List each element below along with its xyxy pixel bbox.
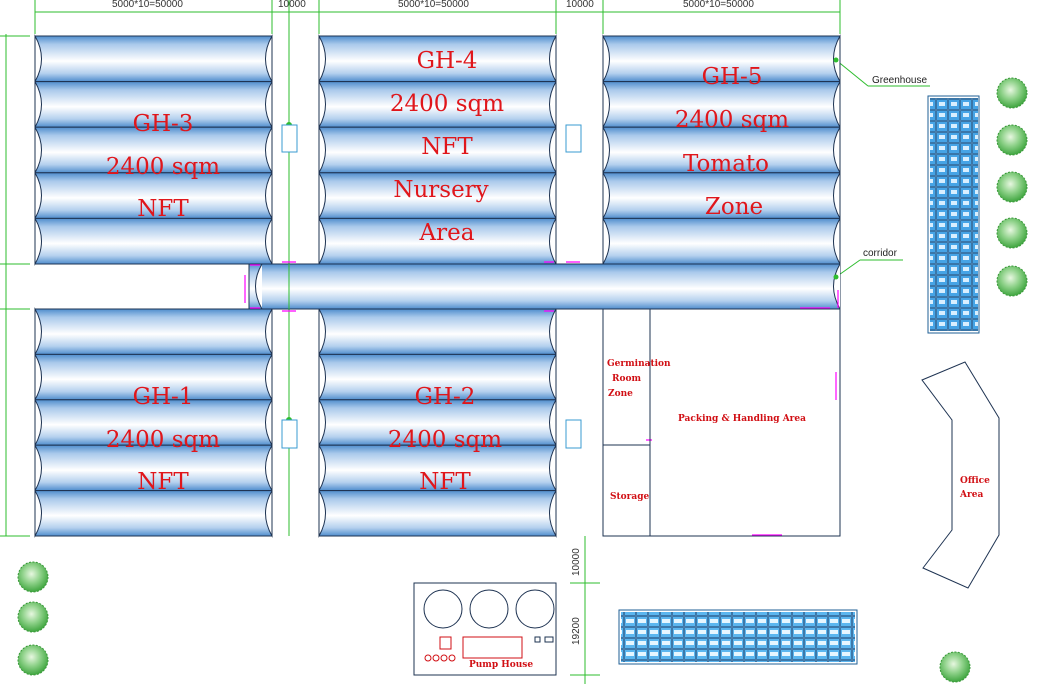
gh1-tube-end-cap bbox=[265, 488, 273, 538]
germination-label-1: Room bbox=[612, 374, 641, 384]
left-dimension-lines bbox=[0, 34, 30, 537]
gh5-tube-block bbox=[602, 34, 841, 266]
gh4-label-3: Nursery bbox=[393, 177, 488, 203]
trees bbox=[17, 77, 1028, 683]
gh4-tube-block bbox=[318, 34, 557, 266]
gh2-label-2: NFT bbox=[419, 469, 471, 495]
gh1-tube-row bbox=[34, 353, 273, 401]
gh2-tube-row bbox=[318, 399, 557, 446]
callout-greenhouse: Greenhouse bbox=[872, 75, 927, 86]
gh3-tube-row bbox=[34, 217, 273, 265]
top-dimension-lines bbox=[34, 0, 841, 34]
gh4-label-2: NFT bbox=[421, 134, 473, 160]
gh5-tube-row bbox=[602, 217, 841, 265]
gh4-label-4: Area bbox=[419, 220, 475, 246]
gh3-label-2: NFT bbox=[137, 196, 189, 222]
office-label-1: Area bbox=[959, 490, 983, 500]
gh2-tube-row bbox=[318, 353, 557, 401]
gh4-label-1: 2400 sqm bbox=[390, 91, 504, 117]
greenhouse-labels: GH-3 2400 sqm NFT GH-4 2400 sqm NFT Nurs… bbox=[106, 48, 789, 495]
gh5-label-3: Zone bbox=[705, 194, 763, 220]
pump-house bbox=[413, 582, 557, 676]
office-building bbox=[921, 361, 1000, 589]
dim-label-gh5-width: 5000*10=50000 bbox=[683, 0, 754, 10]
dim-label-gap-2: 10000 bbox=[566, 0, 594, 10]
gh1-tube-row bbox=[34, 490, 273, 537]
gh5-label-0: GH-5 bbox=[702, 64, 763, 90]
gh1-tube-row bbox=[34, 444, 273, 492]
gh2-tube-block bbox=[318, 307, 557, 538]
gh2-tube-row bbox=[318, 308, 557, 355]
storage-label: Storage bbox=[610, 492, 650, 502]
gh1-label-0: GH-1 bbox=[133, 384, 194, 410]
gh3-label-0: GH-3 bbox=[133, 111, 194, 137]
solar-panel-array-east bbox=[927, 95, 980, 334]
tree-icon bbox=[17, 601, 49, 633]
gh1-label-2: NFT bbox=[137, 469, 189, 495]
gh5-label-2: Tomato bbox=[683, 151, 769, 177]
pump-house-label: Pump House bbox=[469, 660, 533, 670]
gh2-tube-row bbox=[318, 444, 557, 492]
gh3-tube-end-cap bbox=[34, 216, 42, 266]
tree-icon bbox=[17, 561, 49, 593]
tree-icon bbox=[939, 651, 971, 683]
fan-units bbox=[281, 124, 582, 449]
tree-icon bbox=[996, 171, 1028, 203]
dim-label-pump: 19200 bbox=[571, 617, 582, 645]
tree-icon bbox=[996, 217, 1028, 249]
gh3-tube-row bbox=[34, 81, 273, 128]
gh1-tube-end-cap bbox=[34, 488, 42, 538]
solar-panel-array-south bbox=[618, 609, 858, 665]
gh1-tube-block bbox=[34, 307, 273, 538]
door-marks bbox=[244, 261, 839, 665]
tree-icon bbox=[17, 644, 49, 676]
bottom-dimension-lines bbox=[570, 536, 600, 684]
gh3-tube-row bbox=[34, 172, 273, 219]
dim-label-gh4-width: 5000*10=50000 bbox=[398, 0, 469, 10]
gh3-tube-row bbox=[34, 35, 273, 83]
tree-icon bbox=[996, 124, 1028, 156]
packing-building bbox=[602, 308, 841, 537]
tree-icon bbox=[996, 77, 1028, 109]
dim-label-gh3-width: 5000*10=50000 bbox=[112, 0, 183, 10]
gh3-tube-block bbox=[34, 34, 273, 266]
gh2-label-1: 2400 sqm bbox=[388, 427, 502, 453]
gh1-label-1: 2400 sqm bbox=[106, 427, 220, 453]
callout-corridor: corridor bbox=[863, 248, 898, 259]
packing-label: Packing & Handling Area bbox=[678, 414, 806, 424]
tree-icon bbox=[996, 265, 1028, 297]
dim-label-gap-1: 10000 bbox=[278, 0, 306, 10]
gh5-tube-row bbox=[602, 172, 841, 219]
gh1-tube-row bbox=[34, 308, 273, 355]
gh2-tube-end-cap bbox=[318, 488, 326, 538]
germination-label-0: Germination bbox=[607, 359, 671, 369]
gh5-label-1: 2400 sqm bbox=[675, 107, 789, 133]
gh2-tube-end-cap bbox=[549, 488, 557, 538]
gh4-label-0: GH-4 bbox=[417, 48, 478, 74]
corridor bbox=[248, 57, 841, 310]
gh2-label-0: GH-2 bbox=[415, 384, 476, 410]
germination-label-2: Zone bbox=[608, 389, 633, 399]
dim-label-bottom-gap: 10000 bbox=[571, 548, 582, 576]
gh3-label-1: 2400 sqm bbox=[106, 154, 220, 180]
greenhouse-tubes bbox=[34, 34, 841, 538]
office-label-0: Office bbox=[960, 476, 990, 486]
gh2-tube-row bbox=[318, 490, 557, 537]
